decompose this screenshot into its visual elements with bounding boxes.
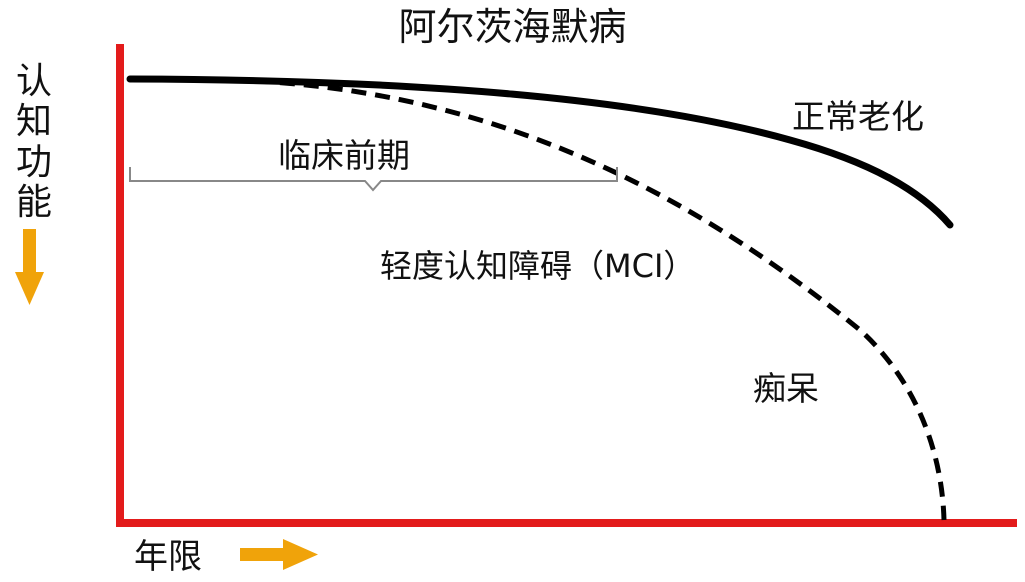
normal-aging-label: 正常老化 (792, 97, 924, 136)
x-axis-label: 年限 (134, 537, 202, 577)
mci-label: 轻度认知障碍（MCI） (380, 247, 696, 285)
preclinical-bracket (129, 167, 618, 192)
normal-aging-curve (126, 75, 954, 229)
down-arrow-icon (15, 229, 44, 305)
right-arrow-icon (240, 539, 318, 570)
dementia-label: 痴呆 (753, 369, 819, 408)
preclinical-label: 临床前期 (278, 136, 410, 175)
y-axis-label: 认知功能 (15, 61, 52, 223)
diagram-title: 阿尔茨海默病 (398, 5, 627, 49)
